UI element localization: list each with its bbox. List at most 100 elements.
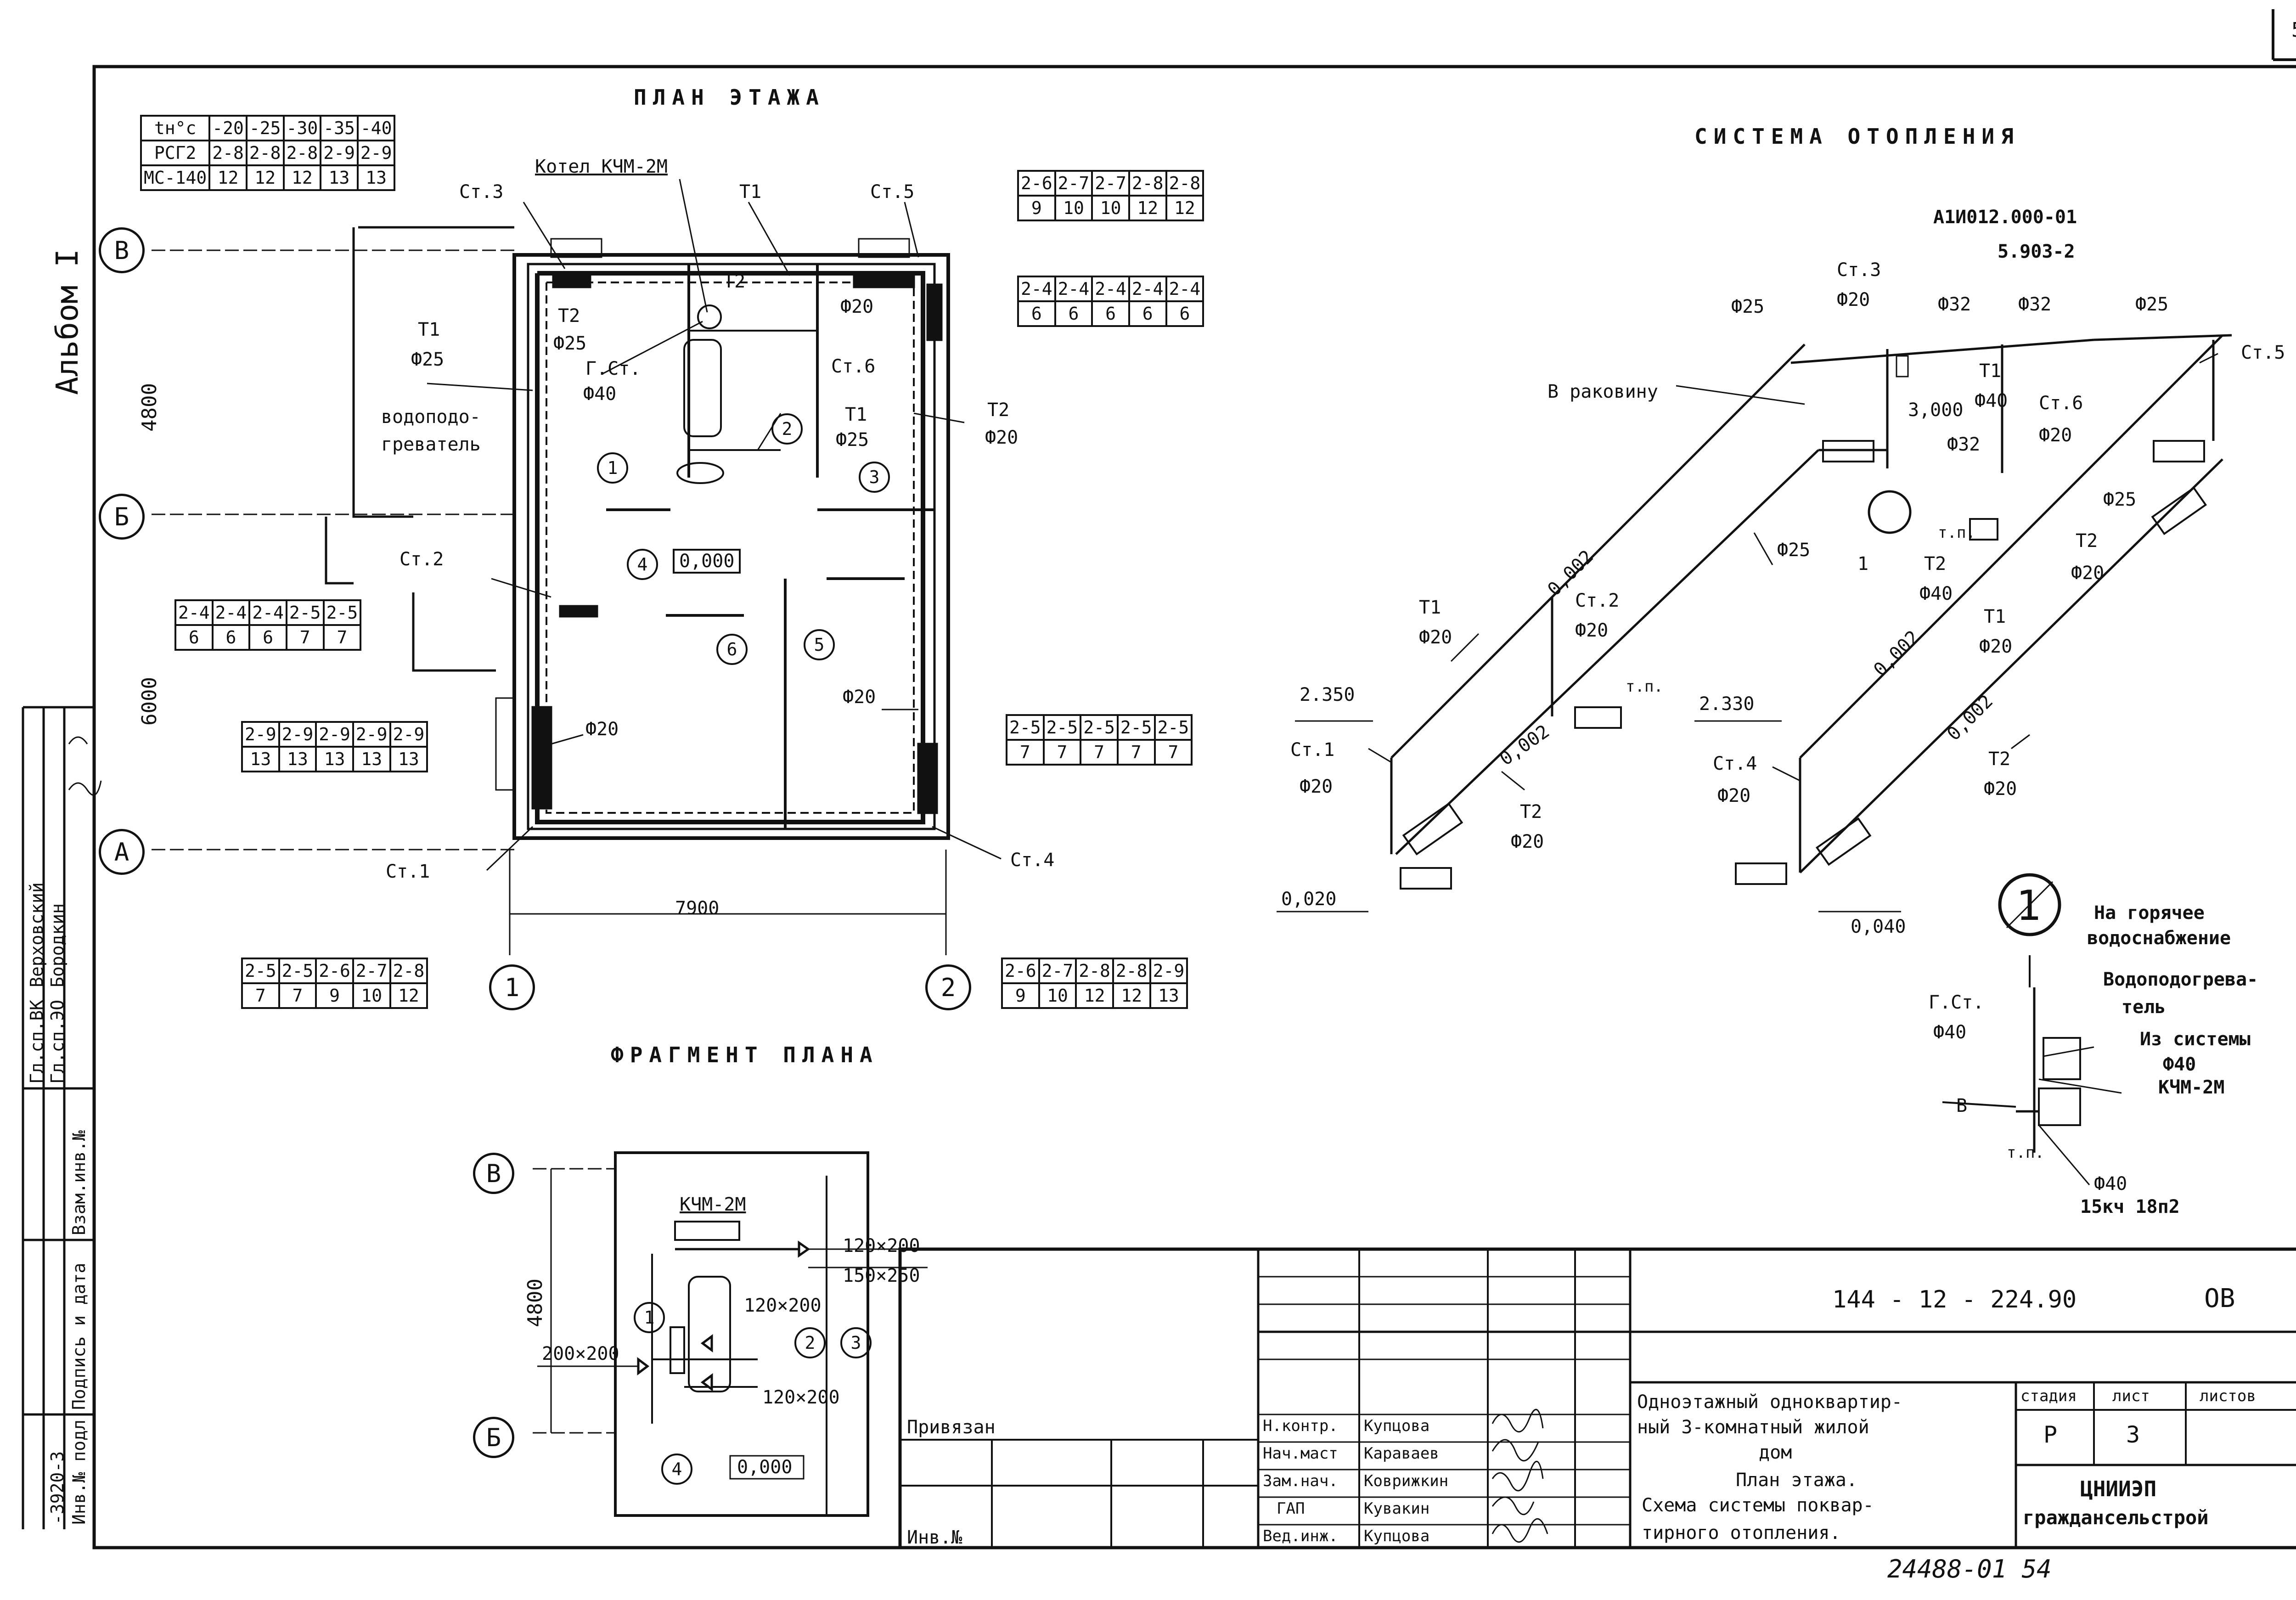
room-number: 3 bbox=[840, 1327, 872, 1358]
level-mark: 0,040 bbox=[1851, 916, 1906, 937]
stamp-label: Привязан bbox=[907, 1417, 996, 1438]
note-label: В раковину bbox=[1548, 381, 1658, 402]
riser-label: Ст.4 bbox=[1010, 850, 1055, 871]
tp-label: т.п. bbox=[1626, 677, 1663, 696]
dimension-label: 6000 bbox=[138, 677, 161, 726]
strip-label: -3920-3 bbox=[47, 1451, 68, 1525]
stage-value: Р bbox=[2043, 1421, 2058, 1448]
level-mark: 2.330 bbox=[1699, 693, 1755, 715]
room-number: 2 bbox=[794, 1327, 826, 1358]
pipe-label: Т2 bbox=[2076, 530, 2098, 552]
dimension-label: 4800 bbox=[138, 383, 161, 432]
pipe-label: Т2 bbox=[723, 271, 746, 292]
pipe-label: Т1 bbox=[418, 319, 440, 340]
stamp-role: Вед.инж. bbox=[1263, 1527, 1338, 1545]
stamp-label: Инв.№ bbox=[907, 1527, 962, 1548]
axis-marker: В bbox=[473, 1153, 514, 1194]
diameter-label: Ф20 bbox=[2039, 425, 2072, 446]
diameter-label: Ф20 bbox=[985, 427, 1019, 448]
level-mark: 0,000 bbox=[673, 549, 741, 574]
diameter-label: Ф32 bbox=[2018, 294, 2052, 315]
diameter-label: Ф25 bbox=[553, 333, 587, 354]
doc-code: 144 - 12 - 224.90 bbox=[1832, 1286, 2077, 1313]
stamp-role: Зам.нач. bbox=[1263, 1472, 1338, 1490]
diameter-label: Ф32 bbox=[1947, 434, 1981, 455]
riser-label: Ст.6 bbox=[2039, 393, 2083, 414]
diameter-label: Ф20 bbox=[843, 687, 876, 708]
sheet-title: План этажа. bbox=[1736, 1470, 1857, 1491]
boiler-label: Котел КЧМ-2М bbox=[535, 156, 668, 177]
detail-label: тель bbox=[2122, 997, 2166, 1018]
room-number: 3 bbox=[859, 462, 890, 493]
detail-label: Ф40 bbox=[2163, 1054, 2196, 1075]
code-label: А1И012.000-01 bbox=[1933, 207, 2077, 228]
riser-label: Ст.1 bbox=[386, 861, 430, 882]
level-mark: 3,000 bbox=[1908, 400, 1964, 421]
strip-label: Инв.№ подл. bbox=[69, 1409, 89, 1525]
org-name: граждансельстрой bbox=[2023, 1506, 2209, 1529]
room-number: 6 bbox=[716, 634, 748, 665]
diameter-label: Ф25 bbox=[1777, 540, 1811, 561]
strip-label: Гл.сп.ВК bbox=[27, 999, 47, 1084]
level-mark: 0,000 bbox=[737, 1457, 793, 1478]
detail-label: Водоподогрева- bbox=[2103, 969, 2258, 990]
fragment-label: 200×200 bbox=[542, 1343, 619, 1364]
water-heater-label: водоподо- bbox=[381, 406, 481, 428]
riser-label: Ст.3 bbox=[459, 181, 504, 203]
pipe-label: Т1 bbox=[1979, 361, 2002, 382]
sheet-value: 3 bbox=[2126, 1421, 2140, 1448]
fragment-label: 150×250 bbox=[843, 1265, 920, 1286]
axis-marker: 2 bbox=[925, 964, 971, 1010]
pipe-label: Т2 bbox=[987, 400, 1010, 421]
stamp-role: Н.контр. bbox=[1263, 1417, 1338, 1435]
detail-label: Г.Ст. bbox=[1929, 992, 1984, 1013]
diameter-label: Ф25 bbox=[1731, 296, 1765, 317]
room-number: 2 bbox=[771, 413, 803, 445]
riser-label: Ст.2 bbox=[1575, 590, 1620, 611]
pipe-label: Т2 bbox=[1520, 801, 1542, 823]
page-number: 55 bbox=[2291, 18, 2296, 42]
pipe-label: Т2 bbox=[1924, 553, 1947, 575]
diameter-label: Ф40 bbox=[1919, 583, 1953, 604]
diameter-label: Ф20 bbox=[1575, 620, 1609, 641]
detail-label: В bbox=[1956, 1095, 1968, 1116]
diameter-label: Ф20 bbox=[1837, 289, 1870, 310]
strip-label: Гл.сп.ЭО bbox=[47, 999, 68, 1084]
org-name: ЦНИИЭП bbox=[2080, 1476, 2157, 1501]
code-label: 5.903-2 bbox=[1998, 241, 2075, 262]
riser-label: Ст.5 bbox=[2241, 342, 2285, 363]
water-heater-label: греватель bbox=[381, 434, 481, 455]
strip-label: Верховский bbox=[27, 882, 47, 987]
room-number: 1 bbox=[597, 452, 628, 484]
detail-label: 15кч 18п2 bbox=[2080, 1196, 2180, 1217]
axis-marker: В bbox=[99, 227, 145, 273]
stamp-name: Караваев bbox=[1364, 1444, 1439, 1463]
diameter-label: Ф20 bbox=[585, 719, 619, 740]
diameter-label: Ф25 bbox=[2103, 489, 2137, 510]
diameter-label: Ф20 bbox=[2071, 563, 2105, 584]
fragment-label: 120×200 bbox=[843, 1235, 920, 1256]
diameter-label: Ф40 bbox=[1975, 390, 2008, 411]
riser-label: Ст.2 bbox=[400, 549, 444, 570]
detail-label: водоснабжение bbox=[2087, 928, 2231, 949]
stamp-header: лист bbox=[2112, 1387, 2150, 1405]
room-number: 4 bbox=[627, 549, 658, 580]
system-title: СИСТЕМА ОТОПЛЕНИЯ bbox=[1694, 124, 2020, 149]
fragment-label: 120×200 bbox=[762, 1387, 840, 1408]
fragment-title: ФРАГМЕНТ ПЛАНА bbox=[611, 1042, 879, 1067]
pipe-label: Г.Ст. bbox=[585, 358, 641, 379]
pipe-label: Т1 bbox=[739, 181, 762, 203]
diameter-label: Ф25 bbox=[2135, 294, 2169, 315]
riser-label: Ст.4 bbox=[1713, 753, 1757, 774]
sheet-title: Схема системы поквар- bbox=[1642, 1495, 1874, 1516]
room-number: 5 bbox=[804, 629, 835, 660]
axis-marker: А bbox=[99, 829, 145, 875]
axis-marker: Б bbox=[473, 1417, 514, 1458]
